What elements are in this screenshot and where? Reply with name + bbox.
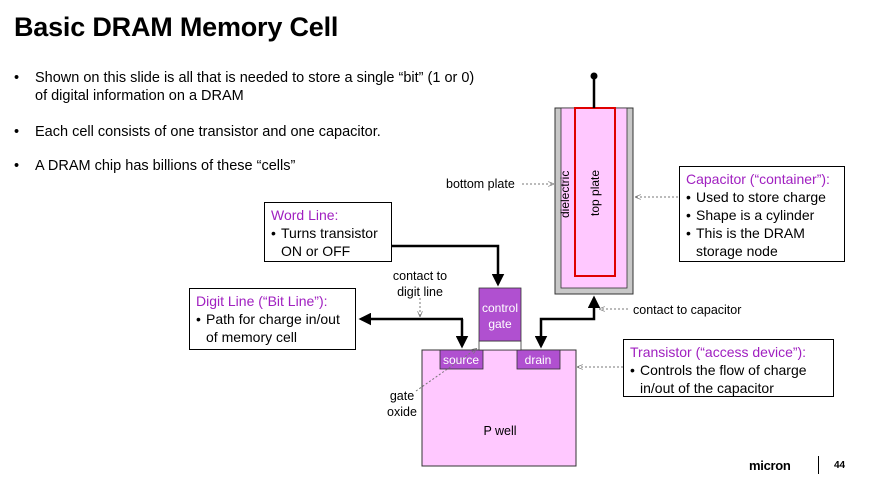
bullet-dot: • (14, 158, 20, 174)
bullet-text: Shown on this slide is all that is neede… (35, 70, 475, 104)
capacitor-callout: Capacitor (“container”): • Used to store … (679, 166, 845, 262)
item-text: Path for charge in/out of memory cell (206, 311, 340, 345)
source-region (439, 349, 484, 370)
word-line-callout-heading: Word Line: (271, 207, 339, 223)
bullet-dot: • (14, 124, 20, 140)
drain-region (516, 349, 561, 370)
control-gate (478, 287, 522, 342)
item-text: Used to store charge (696, 189, 826, 205)
source-label: source (443, 353, 479, 367)
gate-oxide (478, 340, 522, 351)
p-well-label: P well (483, 424, 516, 438)
word-line-callout: Word Line: • Turns transistor ON or OFF (264, 202, 392, 262)
item-text: This is the DRAM storage node (696, 225, 805, 259)
capacitor-terminal-dot (590, 72, 598, 80)
drain-label: drain (525, 353, 552, 367)
bullet-dot: • (14, 70, 20, 86)
gate-oxide-label: gate oxide (382, 388, 422, 420)
item-bullet: • (271, 225, 276, 241)
micron-logo: micron (749, 458, 791, 473)
digit-line-callout-item: • Path for charge in/out of memory cell (196, 310, 349, 346)
page-title: Basic DRAM Memory Cell (14, 12, 339, 42)
capacitor-top-plate (574, 107, 616, 277)
footer-divider (818, 456, 819, 474)
capacitor-callout-item: • Used to store charge (686, 188, 838, 206)
item-bullet: • (196, 311, 201, 327)
top-plate-label: top plate (588, 170, 602, 216)
contact-capacitor-label: contact to capacitor (633, 303, 742, 317)
control-gate-label-2: gate (488, 317, 512, 331)
item-bullet: • (630, 362, 635, 378)
item-bullet: • (686, 225, 691, 241)
page-number: 44 (834, 460, 846, 471)
transistor-callout-heading: Transistor (“access device”): (630, 344, 807, 360)
transistor-callout-item: • Controls the flow of charge in/out of t… (630, 361, 827, 397)
transistor-callout: Transistor (“access device”): • Controls … (623, 339, 834, 397)
digit-line-callout-heading: Digit Line (“Bit Line”): (196, 293, 328, 309)
gate-oxide-pointer (415, 349, 476, 392)
capacitor-callout-item: • Shape is a cylinder (686, 206, 838, 224)
contact-digit-label-line2: digit line (397, 285, 443, 299)
capacitor-callout-heading: Capacitor (“container”): (686, 171, 830, 187)
contact-digit-label: contact to digit line (388, 268, 452, 300)
bullet-text: A DRAM chip has billions of these “cells… (35, 158, 296, 174)
gate-oxide-label-line2: oxide (387, 405, 417, 419)
control-gate-label-1: control (482, 301, 518, 315)
bullet-text: Each cell consists of one transistor and… (35, 124, 381, 140)
item-text: Shape is a cylinder (696, 207, 815, 223)
bottom-plate-label: bottom plate (446, 177, 515, 191)
item-bullet: • (686, 189, 691, 205)
contact-digit-label-line1: contact to (392, 269, 448, 283)
capacitor-callout-item: • This is the DRAM storage node (686, 224, 838, 260)
item-text: Controls the flow of charge in/out of th… (640, 362, 807, 396)
drain-capacitor-wire (534, 295, 601, 349)
word-line-callout-item: • Turns transistor ON or OFF (271, 224, 385, 260)
digit-line-callout: Digit Line (“Bit Line”): • Path for charg… (189, 288, 356, 350)
item-bullet: • (686, 207, 691, 223)
word-line-wire (383, 244, 505, 287)
item-text: Turns transistor ON or OFF (281, 225, 378, 259)
gate-oxide-label-line1: gate (389, 389, 415, 403)
dielectric-label: dielectric (558, 171, 572, 218)
